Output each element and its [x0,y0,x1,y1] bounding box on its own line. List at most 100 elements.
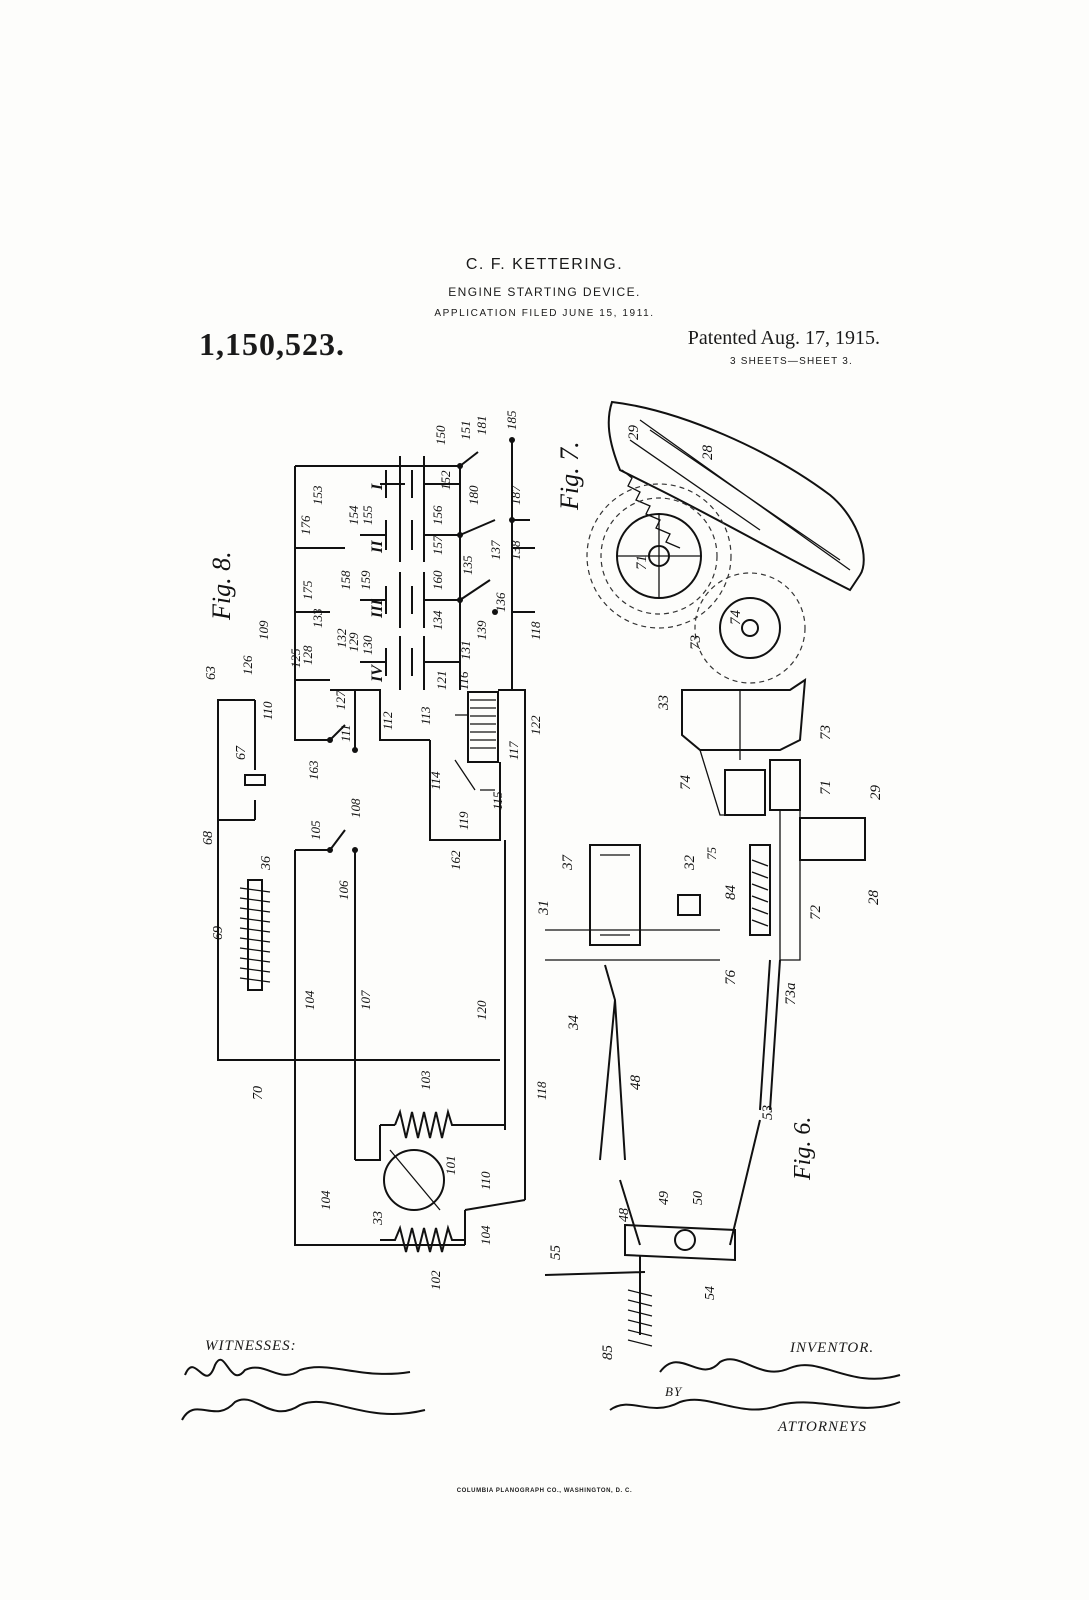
witness-signatures [181,1358,426,1421]
inventor-signature [659,1358,901,1380]
ref-55: 55 [548,1245,564,1261]
by-label: BY [665,1384,683,1399]
ref-28: 28 [700,445,716,461]
ref-71: 71 [634,555,650,570]
ref-33: 33 [371,1211,386,1226]
ref-28-b: 28 [866,890,882,906]
ref-73-b: 73 [818,725,834,740]
patented-date: Patented Aug. 17, 1915. [687,327,880,349]
ref-34: 34 [566,1015,582,1032]
ref-68: 68 [201,831,216,845]
ref-33-b: 33 [656,695,672,711]
ref-153: 153 [310,485,325,505]
relay-coil [429,689,526,1200]
ref-84: 84 [723,885,739,901]
ref-160: 160 [430,570,445,590]
ref-104-b: 104 [318,1190,333,1210]
ref-129: 129 [346,632,361,652]
ref-133: 133 [310,608,325,628]
sheet-count: 3 SHEETS—SHEET 3. [729,356,853,367]
battery-label-I: I [369,483,386,491]
ref-159: 159 [358,570,373,590]
battery-label-IV: IV [369,664,386,683]
fig8-label: Fig. 8. [207,551,236,621]
ref-137: 137 [488,540,503,560]
ref-111: 111 [338,724,353,742]
ref-155: 155 [360,505,375,525]
battery-cell-II [360,508,460,562]
ref-131: 131 [458,641,473,661]
ref-176: 176 [298,515,313,535]
ref-102: 102 [428,1270,443,1290]
ref-180: 180 [466,485,481,505]
ref-128: 128 [300,645,315,665]
ref-156: 156 [430,505,445,525]
ref-162: 162 [448,850,463,870]
ref-130: 130 [360,635,375,655]
ref-181: 181 [474,416,489,436]
fig7-label: Fig. 7. [555,441,584,511]
ref-127: 127 [333,690,348,710]
coil-36 [239,879,271,991]
printer-imprint: COLUMBIA PLANOGRAPH CO., WASHINGTON, D. … [456,1488,633,1494]
ref-119: 119 [456,811,471,830]
ref-110: 110 [260,701,275,720]
ref-74: 74 [728,610,744,626]
ref-117: 117 [506,741,521,760]
ref-126: 126 [240,655,255,675]
ref-36: 36 [259,856,274,871]
ref-37: 37 [560,854,576,872]
ref-71-b: 71 [818,780,834,795]
ref-29-b: 29 [868,785,884,801]
ref-32: 32 [682,855,698,872]
ref-31: 31 [536,900,552,916]
battery-label-II: II [369,540,386,554]
fig8-circuit: Fig. 8. 150 151 181 185 152 153 176 154 … [201,410,549,1290]
ref-122: 122 [528,715,543,735]
motor-33 [355,1108,526,1253]
ref-132: 132 [334,628,349,648]
ref-118-b: 118 [534,1081,549,1100]
ref-150: 150 [433,425,448,445]
ref-138: 138 [508,540,523,560]
ref-110-b: 110 [478,1171,493,1190]
ref-70: 70 [251,1086,266,1100]
ref-113: 113 [418,706,433,725]
battery-cell-III [360,572,460,628]
ref-120: 120 [474,1000,489,1020]
ref-158: 158 [338,570,353,590]
ref-116: 116 [456,671,471,690]
ref-105: 105 [308,820,323,840]
ref-103: 103 [418,1070,433,1090]
ref-151: 151 [458,421,473,441]
ref-157: 157 [430,535,445,555]
ref-112: 112 [380,711,395,730]
ref-73: 73 [688,635,704,650]
ref-69: 69 [211,926,226,940]
ref-54: 54 [703,1286,718,1300]
application-filed: APPLICATION FILED JUNE 15, 1911. [434,308,655,319]
ref-107: 107 [358,990,373,1010]
witnesses-label: WITNESSES: [205,1338,297,1354]
ref-108: 108 [348,798,363,818]
ref-67: 67 [234,745,249,760]
inventor-name: C. F. KETTERING. [465,256,624,273]
patent-number: 1,150,523. [199,326,345,362]
fig6-label: Fig. 6. [790,1117,816,1181]
ref-104: 104 [302,990,317,1010]
ref-114: 114 [428,771,443,790]
ref-73a: 73a [783,983,799,1006]
ref-29: 29 [626,425,642,441]
ref-85: 85 [600,1345,616,1361]
ref-118: 118 [528,621,543,640]
ref-125: 125 [288,648,303,668]
ref-72: 72 [808,905,824,921]
attorneys-signature [609,1398,901,1411]
attorneys-label: ATTORNEYS [778,1419,868,1435]
ref-163: 163 [306,760,321,780]
ref-115: 115 [490,791,505,810]
ref-63: 63 [204,666,219,680]
ref-106: 106 [336,880,351,900]
ref-152: 152 [438,470,453,490]
